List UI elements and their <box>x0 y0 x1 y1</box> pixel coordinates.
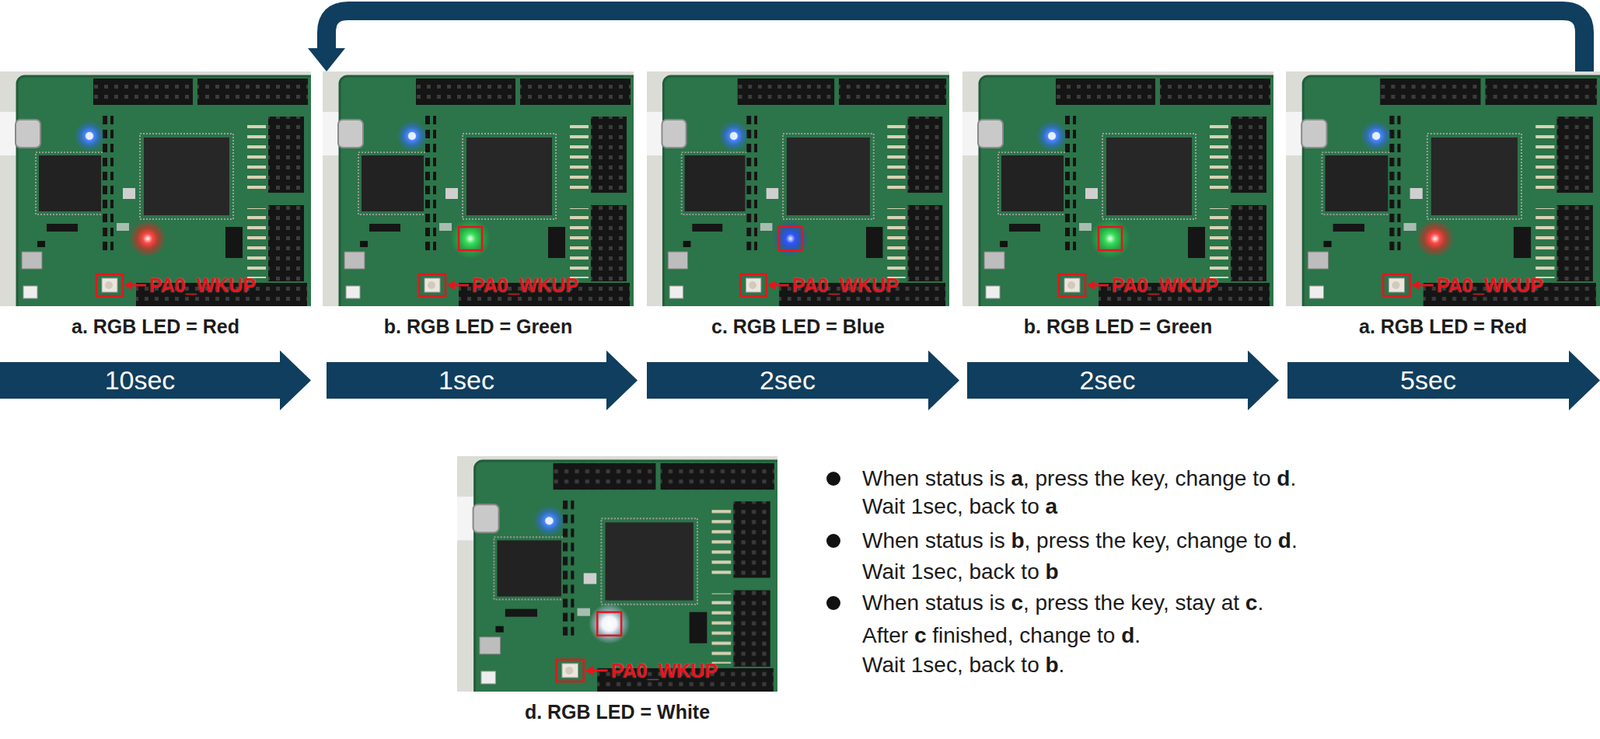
rule-text: Wait 1sec, back to b. <box>862 652 1065 679</box>
rule-text: After c finished, change to d. <box>862 622 1141 650</box>
pin-label: PA0_WKUP <box>1111 275 1219 296</box>
pin-label: PA0_WKUP <box>471 275 579 296</box>
time-band: 2sec <box>646 350 960 411</box>
time-band: 1sec <box>326 350 638 411</box>
photo-caption: a. RGB LED = Red <box>1278 315 1600 338</box>
duration-text: 2sec <box>646 362 929 399</box>
loop-arrow <box>307 10 1585 72</box>
rule-text: When status is a, press the key, change … <box>862 465 1297 493</box>
pin-label: PA0_WKUP <box>1436 275 1544 296</box>
photo-caption: b. RGB LED = Green <box>314 315 642 338</box>
board-photo: PA0_WKUPc. RGB LED = Blue <box>646 71 950 307</box>
rule-text: Wait 1sec, back to b <box>862 558 1059 586</box>
board-photo: PA0_WKUPa. RGB LED = Red <box>0 71 311 307</box>
pin-label: PA0_WKUP <box>792 275 899 296</box>
photo-caption: a. RGB LED = Red <box>0 315 319 338</box>
rule-text: When status is b, press the key, change … <box>862 527 1298 555</box>
pin-label: PA0_WKUP <box>611 661 718 682</box>
duration-text: 1sec <box>326 362 607 399</box>
board-photo: PA0_WKUPb. RGB LED = Green <box>962 71 1274 307</box>
board-photo: PA0_WKUPb. RGB LED = Green <box>322 71 634 307</box>
duration-text: 5sec <box>1287 362 1569 399</box>
pin-label: PA0_WKUP <box>149 275 256 296</box>
time-band: 2sec <box>967 350 1279 411</box>
rule-text: When status is c, press the key, stay at… <box>862 590 1264 617</box>
photo-caption: c. RGB LED = Blue <box>639 315 958 338</box>
rule-text: Wait 1sec, back to a <box>862 493 1058 521</box>
board-photo: PA0_WKUPa. RGB LED = Red <box>1285 71 1600 307</box>
time-band: 5sec <box>1287 350 1600 411</box>
photo-caption: d. RGB LED = White <box>449 701 786 724</box>
photo-caption: b. RGB LED = Green <box>954 315 1282 338</box>
time-band: 10sec <box>0 350 311 411</box>
board-photo: PA0_WKUPd. RGB LED = White <box>457 456 778 692</box>
duration-text: 10sec <box>0 362 280 399</box>
duration-text: 2sec <box>967 362 1248 399</box>
